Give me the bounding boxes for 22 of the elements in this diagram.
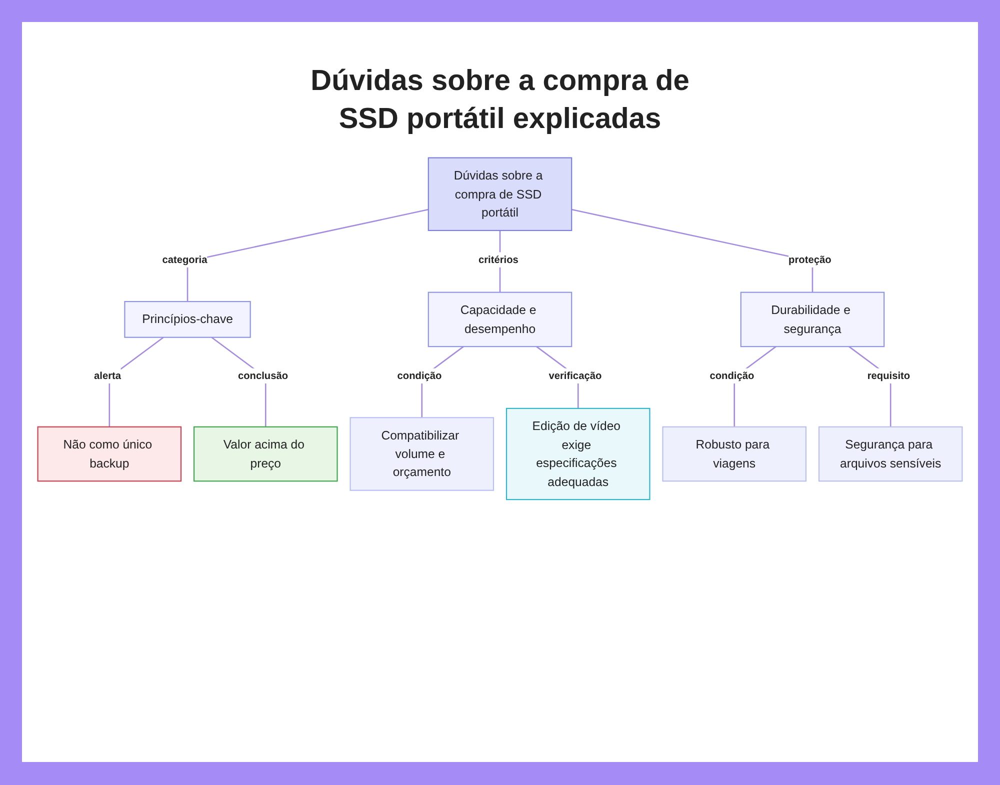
edge-label: condição: [397, 370, 442, 382]
edge-label: requisito: [867, 370, 910, 382]
connector: [186, 208, 429, 302]
edge-label: conclusão: [238, 370, 288, 382]
node-box: Durabilidade e segurança: [740, 292, 885, 348]
edge-label: categoria: [162, 254, 208, 266]
edge-label: critérios: [478, 254, 518, 266]
diagram-title: Dúvidas sobre a compra de SSD portátil explicadas: [310, 64, 690, 137]
edge-label: proteção: [788, 254, 832, 266]
edge-label: alerta: [94, 370, 122, 382]
node-box: Não como único backup: [37, 426, 182, 482]
node-box: Edição de vídeo exige especificações adequadas: [506, 408, 650, 500]
edge-label: condição: [710, 370, 754, 382]
node-box: Compatibilizar volume e orçamento: [350, 417, 494, 491]
connector: [571, 208, 814, 292]
node-box: Capacidade e desempenho: [428, 292, 572, 348]
node-box: Dúvidas sobre a compra de SSD portátil: [428, 157, 572, 232]
node-box: Robusto para viagens: [662, 426, 806, 482]
node-box: Princípios-chave: [124, 301, 251, 338]
node-box: Segurança para arquivos sensíveis: [818, 426, 963, 482]
edge-label: verificação: [548, 370, 602, 382]
node-box: Valor acima do preço: [194, 426, 338, 482]
